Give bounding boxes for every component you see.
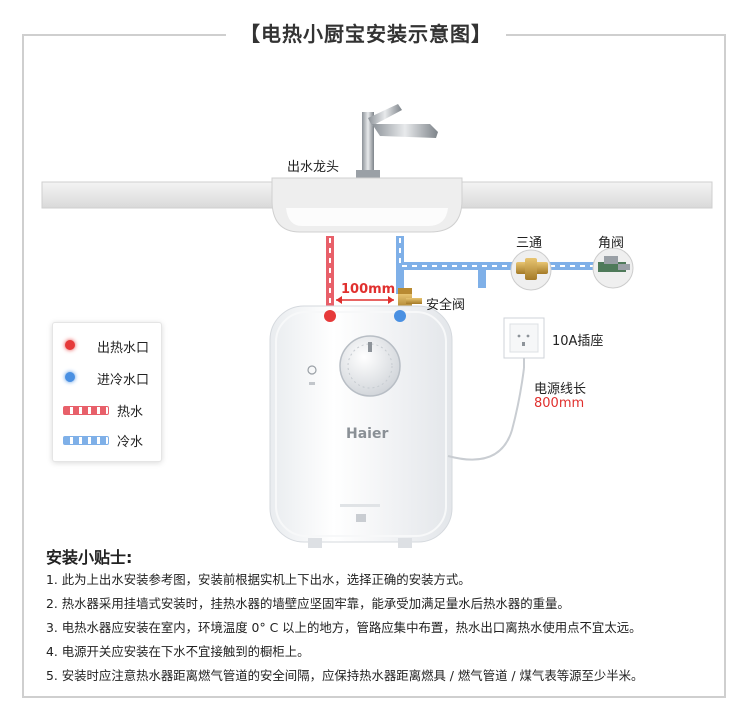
tip-item: 5. 安装时应注意热水器距离燃气管道的安全间隔，应保持热水器距离燃具 / 燃气管… — [46, 668, 644, 683]
tip-item: 3. 电热水器应安装在室内，环境温度 0° C 以上的地方，管路应集中布置，热水… — [46, 620, 642, 635]
tip-item: 4. 电源开关应安装在下水不宜接触到的橱柜上。 — [46, 644, 310, 659]
tee-fitting-icon — [510, 249, 552, 291]
faucet-label: 出水龙头 — [287, 160, 340, 175]
angle-valve-icon — [592, 247, 634, 289]
temperature-knob — [339, 335, 401, 397]
power-socket-icon — [503, 317, 545, 359]
countertop — [41, 177, 713, 233]
angle-valve-label: 角阀 — [598, 236, 625, 251]
socket-label: 10A插座 — [552, 334, 604, 349]
legend: 出热水口 进冷水口 热水 冷水 — [52, 322, 162, 462]
tips-title: 安装小贴士: — [46, 548, 133, 567]
distance-dimension — [336, 296, 394, 304]
power-indicator-icon — [307, 365, 317, 385]
tee-label: 三通 — [516, 236, 543, 251]
cord-length-label: 800mm — [534, 396, 585, 411]
hot-outlet-dot-icon — [65, 340, 75, 350]
safety-valve-label: 安全阀 — [426, 298, 466, 313]
cold-water-line-icon — [63, 436, 109, 445]
cold-inlet-dot-icon — [65, 372, 75, 382]
hot-water-line-icon — [63, 406, 109, 415]
cord-title-label: 电源线长 — [534, 382, 587, 397]
brand-logo: Haier — [346, 426, 389, 442]
tips-list: 1. 此为上出水安装参考图，安装前根据实机上下出水，选择正确的安装方式。 2. … — [46, 568, 643, 688]
faucet-icon — [356, 104, 438, 178]
hot-water-pipe — [326, 236, 334, 314]
power-cord — [447, 358, 525, 461]
cold-water-pipe — [396, 236, 598, 294]
water-heater — [269, 305, 453, 548]
page-title: 【电热小厨宝安装示意图】 — [226, 18, 506, 50]
tip-item: 2. 热水器采用挂墙式安装时，挂热水器的墙壁应坚固牢靠，能承受加满足量水后热水器… — [46, 596, 570, 611]
distance-label: 100mm — [341, 282, 396, 297]
tip-item: 1. 此为上出水安装参考图，安装前根据实机上下出水，选择正确的安装方式。 — [46, 572, 471, 587]
